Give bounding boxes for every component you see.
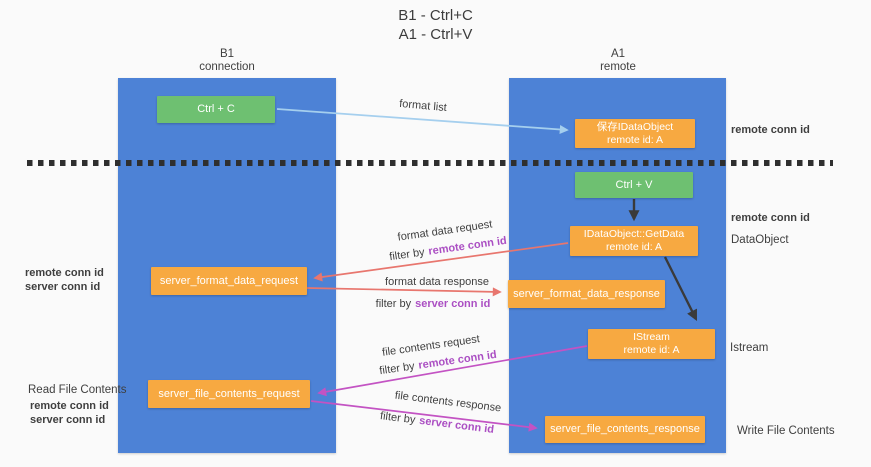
- istream-line2: remote id: A: [623, 344, 680, 356]
- format-data-response-text: format data response: [385, 276, 489, 288]
- server-file-contents-request-box: server_file_contents_request: [148, 380, 310, 408]
- format-data-response-filter-label: filter by server conn id: [376, 298, 491, 310]
- server-conn-id-text: server conn id: [415, 298, 491, 310]
- remote-conn-id-text: remote conn id: [427, 234, 508, 258]
- istream-side-label: Istream: [730, 342, 769, 354]
- format-list-label: format list: [399, 98, 448, 114]
- right-remote-conn-id-mid: remote conn id: [731, 212, 810, 224]
- left-bottom-remote-conn-id: remote conn id: [30, 400, 109, 412]
- file-contents-response-label: file contents response: [394, 390, 502, 415]
- filter-by-text: filter by: [378, 360, 416, 378]
- column-header-a1: A1 remote: [509, 48, 727, 74]
- save-idataobject-box: 保存IDataObject remote id: A: [575, 119, 695, 148]
- format-data-response-label: format data response: [385, 276, 489, 288]
- idataobject-getdata-box: IDataObject::GetData remote id: A: [570, 226, 698, 256]
- server-conn-id-text: server conn id: [418, 414, 495, 436]
- getdata-line1: IDataObject::GetData: [583, 228, 685, 240]
- server-format-data-response-label: server_format_data_response: [513, 287, 660, 300]
- column-a1-name: A1: [610, 48, 626, 60]
- istream-box: IStream remote id: A: [588, 329, 715, 359]
- column-b1-subtitle: connection: [199, 61, 255, 73]
- server-file-contents-request-label: server_file_contents_request: [158, 387, 300, 400]
- file-contents-response-text: file contents response: [394, 389, 502, 415]
- dataobject-label: DataObject: [731, 234, 789, 246]
- ctrl-c-label: Ctrl + C: [197, 103, 235, 115]
- column-header-b1: B1 connection: [118, 48, 336, 74]
- istream-line1: IStream: [633, 331, 670, 343]
- format-list-text: format list: [398, 97, 448, 115]
- session-separator-dashed-line: [27, 160, 833, 166]
- server-format-data-response-box: server_format_data_response: [508, 280, 665, 308]
- save-idataobject-line1: 保存IDataObject: [596, 120, 674, 133]
- server-file-contents-response-label: server_file_contents_response: [550, 423, 700, 435]
- diagram-title: B1 - Ctrl+C A1 - Ctrl+V: [0, 6, 871, 44]
- ctrl-v-box: Ctrl + V: [575, 172, 693, 198]
- title-line-1: B1 - Ctrl+C: [398, 7, 473, 24]
- title-line-2: A1 - Ctrl+V: [398, 26, 473, 43]
- filter-by-text: filter by: [388, 246, 426, 264]
- getdata-line2: remote id: A: [605, 241, 663, 253]
- left-remote-conn-id: remote conn id: [25, 267, 104, 279]
- server-format-data-request-label: server_format_data_request: [159, 274, 299, 287]
- right-remote-conn-id-top: remote conn id: [731, 124, 810, 136]
- left-bottom-server-conn-id: server conn id: [30, 414, 106, 426]
- read-file-contents-label: Read File Contents: [28, 384, 127, 396]
- column-a1-subtitle: remote: [600, 61, 636, 73]
- left-server-conn-id: server conn id: [25, 281, 101, 293]
- ctrl-c-box: Ctrl + C: [157, 96, 275, 123]
- save-idataobject-line2: remote id: A: [606, 133, 664, 146]
- server-file-contents-response-box: server_file_contents_response: [545, 416, 705, 443]
- column-b1-name: B1: [219, 48, 235, 60]
- filter-by-text: filter by: [375, 298, 412, 310]
- filter-by-text: filter by: [379, 410, 417, 427]
- file-contents-response-filter-label: filter by server conn id: [379, 410, 494, 436]
- write-file-contents-label: Write File Contents: [737, 425, 835, 437]
- server-format-data-request-box: server_format_data_request: [151, 267, 307, 295]
- ctrl-v-label: Ctrl + V: [615, 178, 653, 191]
